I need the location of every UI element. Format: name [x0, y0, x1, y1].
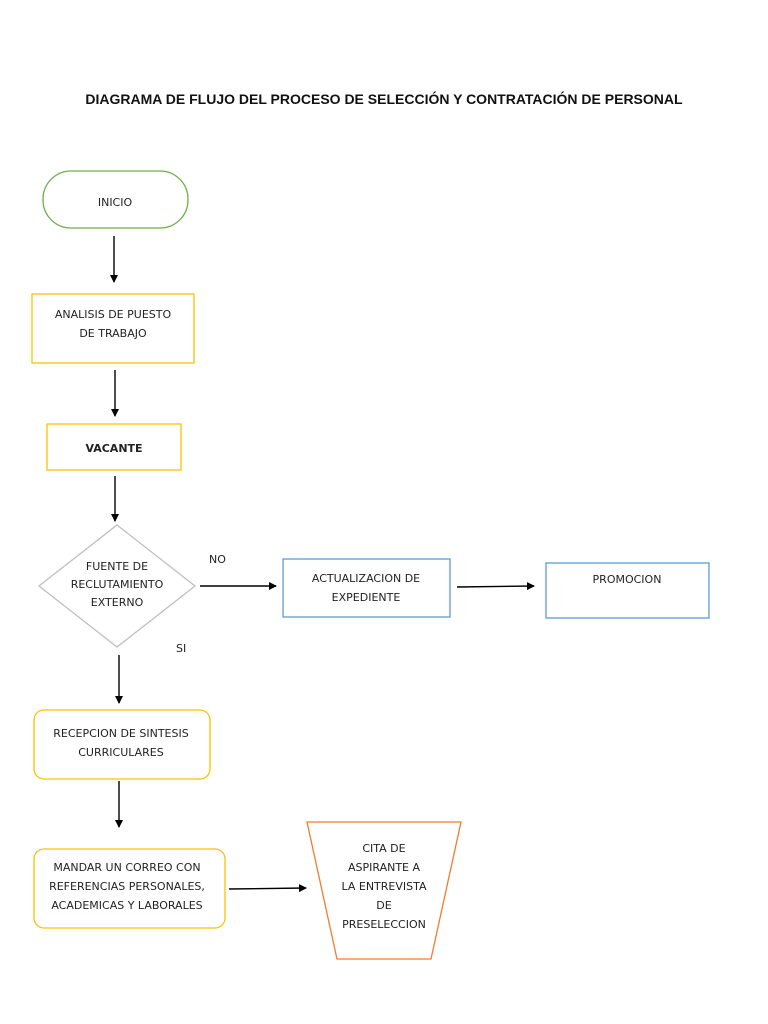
send-email-label-line-3: ACADEMICAS Y LABORALES	[51, 899, 202, 912]
interview-label-line-4: DE	[376, 899, 391, 912]
page-title: DIAGRAMA DE FLUJO DEL PROCESO DE SELECCI…	[85, 91, 683, 107]
send-email-label-line-1: MANDAR UN CORREO CON	[53, 861, 200, 874]
file-update-node: ACTUALIZACION DE EXPEDIENTE	[282, 558, 451, 618]
send-email-label-line-2: REFERENCIAS PERSONALES,	[49, 880, 205, 893]
resume-reception-label-line-2: CURRICULARES	[78, 746, 163, 759]
start-node: INICIO	[42, 170, 189, 229]
start-node-label: INICIO	[98, 196, 133, 209]
job-analysis-node: ANALISIS DE PUESTO DE TRABAJO	[31, 293, 195, 364]
resume-reception-node: RECEPCION DE SINTESIS CURRICULARES	[33, 709, 211, 780]
vacancy-node: VACANTE	[46, 423, 182, 471]
interview-label-line-2: ASPIRANTE A	[348, 861, 421, 874]
resume-reception-label-line-1: RECEPCION DE SINTESIS	[53, 727, 188, 740]
file-update-label-line-2: EXPEDIENTE	[332, 591, 401, 604]
interview-label-line-1: CITA DE	[362, 842, 405, 855]
vacancy-label: VACANTE	[85, 442, 142, 455]
interview-appointment-node: CITA DE ASPIRANTE A LA ENTREVISTA DE PRE…	[306, 821, 462, 960]
promotion-node: PROMOCION	[545, 562, 710, 619]
decision-label-line-3: EXTERNO	[91, 596, 144, 609]
arrow-correo-to-cita	[228, 884, 307, 893]
job-analysis-label-line-1: ANALISIS DE PUESTO	[55, 308, 172, 321]
arrow-actualizacion-to-promocion	[456, 582, 535, 591]
si-branch-label: SI	[176, 642, 186, 655]
interview-label-line-3: LA ENTREVISTA	[341, 880, 427, 893]
external-source-decision: FUENTE DE RECLUTAMIENTO EXTERNO	[37, 524, 197, 648]
file-update-label-line-1: ACTUALIZACION DE	[312, 572, 420, 585]
decision-label-line-2: RECLUTAMIENTO	[71, 578, 164, 591]
interview-label-line-5: PRESELECCION	[342, 918, 426, 931]
decision-label-line-1: FUENTE DE	[86, 560, 148, 573]
job-analysis-label-line-2: DE TRABAJO	[79, 327, 147, 340]
send-email-node: MANDAR UN CORREO CON REFERENCIAS PERSONA…	[33, 848, 226, 929]
promotion-label: PROMOCION	[593, 573, 662, 586]
no-branch-label: NO	[209, 553, 226, 566]
